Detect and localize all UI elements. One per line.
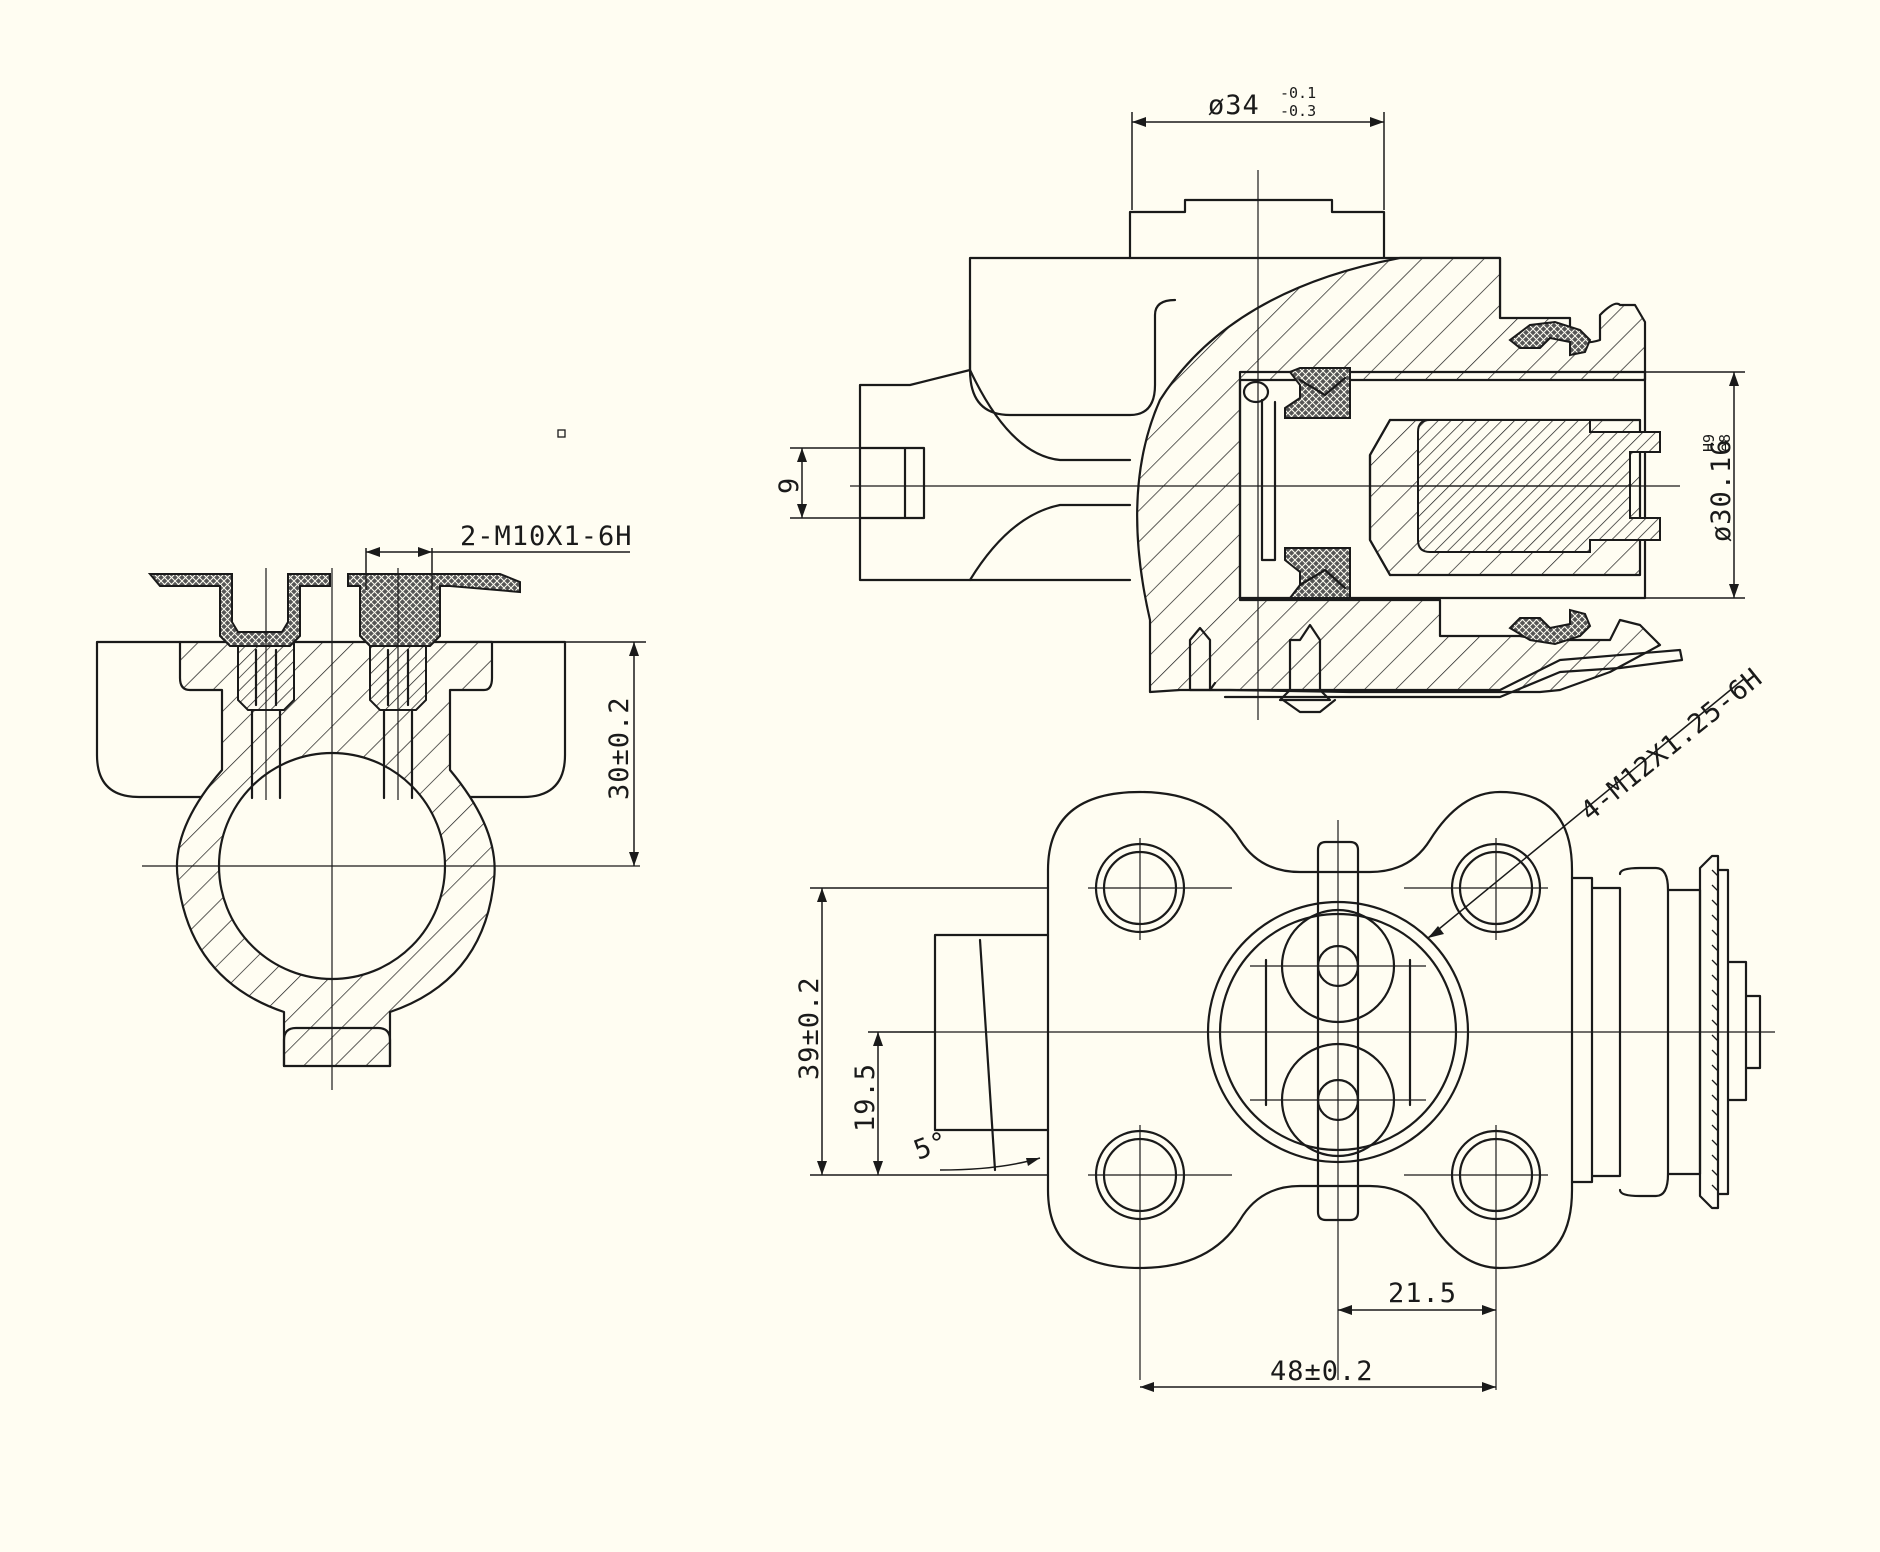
housing-inner (968, 298, 1177, 417)
dust-boot-bottom (1508, 608, 1592, 646)
thread-mount-label: 4-M12X1.25-6H (1575, 662, 1769, 827)
bore-tol-upper: -0.1 (1280, 84, 1316, 102)
body-section (175, 640, 496, 1068)
left-section-view: 2-M10X1-6H 30±0.2 (95, 521, 646, 1090)
curve-upper (968, 368, 1132, 462)
height-left-label: 30±0.2 (604, 696, 635, 800)
dust-cap-left (147, 573, 331, 647)
piston-diameter-label: ø30.16 (1706, 438, 1737, 542)
pin (1188, 626, 1212, 692)
cup-inner-v-bottom (1298, 568, 1347, 590)
dust-boot-top (1508, 320, 1592, 357)
left-block (933, 933, 1050, 1172)
spacing-label: 48±0.2 (1270, 1356, 1374, 1387)
reference-mark (557, 429, 566, 438)
bleed-port (1242, 380, 1270, 404)
curve-lower (968, 503, 1132, 582)
thread-top-label: 2-M10X1-6H (460, 521, 633, 552)
bleeder-screw (1278, 623, 1337, 714)
piston-tol-lower: e8 (1716, 434, 1734, 452)
height-total-label: 39±0.2 (794, 976, 825, 1080)
left-ear (95, 640, 224, 799)
piston-tol-upper: H9 (1700, 434, 1718, 452)
cup-seal-top (1284, 367, 1351, 419)
side-section-view: ø34 -0.1 -0.3 9 ø30.16 H9 e8 (774, 84, 1745, 720)
bracket (1208, 648, 1684, 699)
bleed-channel (1260, 398, 1277, 562)
bore-diameter-label: ø34 (1208, 90, 1260, 121)
dust-cap-right (347, 573, 521, 647)
cup-inner-v-top (1298, 376, 1347, 397)
plan-view: 4-M12X1.25-6H 39±0.2 19.5 5° 21.5 48±0.2 (794, 662, 1775, 1392)
insert-holes (254, 648, 410, 707)
rib (1316, 840, 1360, 1222)
bottom-boss (282, 1026, 392, 1068)
bore-tol-lower: -0.3 (1280, 102, 1316, 120)
slot-width-label: 9 (774, 477, 805, 494)
cup-seal-bottom (1284, 547, 1351, 599)
bleed-slot (858, 446, 926, 520)
flange-outline (1046, 790, 1574, 1270)
draft-angle-label: 5° (910, 1126, 953, 1167)
top-boss (1128, 198, 1386, 260)
height-half-label: 19.5 (850, 1063, 881, 1132)
offset-label: 21.5 (1388, 1278, 1457, 1309)
knurling (1711, 869, 1719, 1192)
right-ear (438, 640, 567, 799)
bore-step (1368, 418, 1392, 577)
